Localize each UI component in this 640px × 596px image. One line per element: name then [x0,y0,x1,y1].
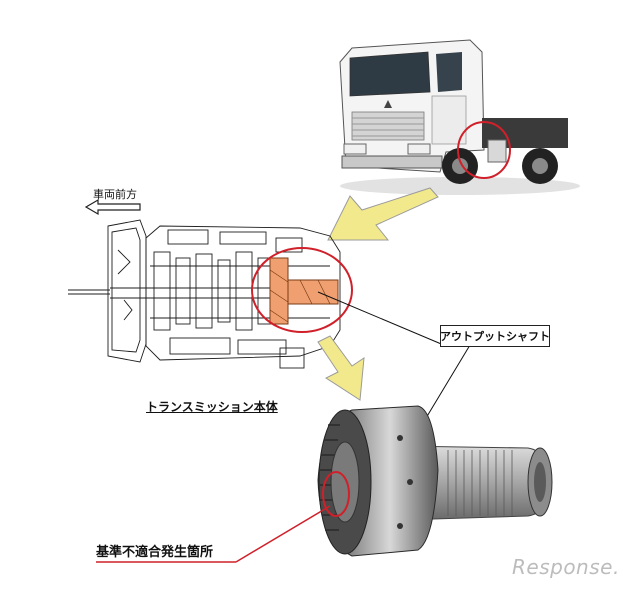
output-shaft-section [269,257,339,325]
forward-arrow-icon [84,198,141,216]
output-shaft-leader [317,291,447,347]
transmission-highlight-circle [251,247,353,333]
transmission-body-label: トランスミッション本体 [146,400,278,414]
output-shaft-photo [317,405,553,557]
forward-direction-label: 車両前方 [93,188,137,201]
defect-location-label: 基準不適合発生箇所 [96,545,214,560]
callout-arrow-upper [327,187,439,241]
truck-illustration [339,39,580,195]
defect-highlight-circle [322,471,350,517]
watermark-logo: Response. [512,555,620,579]
callout-arrow-lower [317,335,365,401]
output-shaft-label: アウトプットシャフト [440,325,550,347]
output-shaft-leader-lower [419,344,471,429]
defect-leader [235,505,331,563]
truck-highlight-circle [457,121,511,179]
